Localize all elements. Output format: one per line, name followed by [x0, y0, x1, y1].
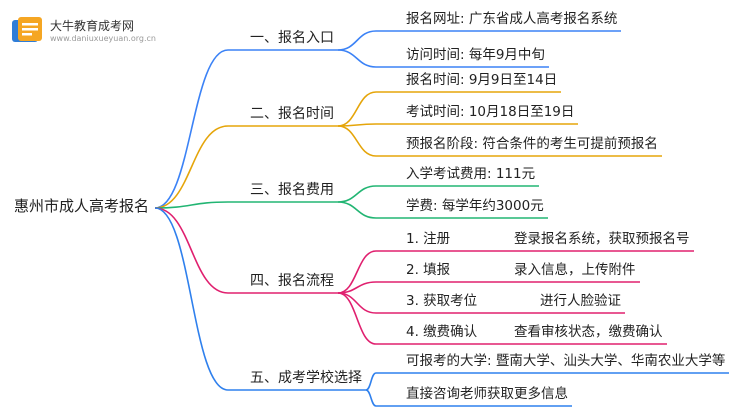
detail-step-seat: 进行人脸验证: [540, 293, 621, 309]
leaf-tuition: 学费: 每学年约3000元: [406, 198, 544, 214]
leaf-pre-registration: 预报名阶段: 符合条件的考生可提前预报名: [406, 136, 658, 152]
detail-step-fill: 录入信息，上传附件: [514, 262, 636, 278]
link-branch-0-leaf-1: [337, 49, 377, 68]
branch-registration-time: 二、报名时间: [250, 106, 334, 122]
link-branch-4-leaf-0: [365, 372, 377, 391]
leaf-exam-date: 考试时间: 10月18日至19日: [406, 104, 575, 120]
link-root-branch-3: [154, 207, 229, 294]
leaf-access-time: 访问时间: 每年9月中旬: [406, 47, 545, 63]
link-branch-3-leaf-3: [337, 292, 377, 345]
link-root-branch-0: [154, 49, 229, 209]
link-branch-1-leaf-0: [337, 91, 377, 127]
site-logo[interactable]: 大牛教育成考网 www.daniuxueyuan.org.cn: [10, 14, 190, 48]
logo-url: www.daniuxueyuan.org.cn: [50, 34, 156, 43]
branch-registration-fee: 三、报名费用: [250, 182, 334, 198]
leaf-consult-teacher: 直接咨询老师获取更多信息: [406, 386, 568, 402]
link-branch-0-leaf-0: [337, 30, 377, 51]
root-node: 惠州市成人高考报名: [14, 197, 150, 215]
link-branch-4-leaf-1: [365, 389, 377, 407]
leaf-step-register: 1. 注册: [406, 231, 451, 247]
link-root-branch-1: [154, 125, 229, 209]
link-root-branch-4: [154, 207, 229, 391]
leaf-step-payment: 4. 缴费确认: [406, 324, 478, 340]
book-icon: [12, 17, 42, 42]
link-root-branch-2: [154, 201, 229, 209]
link-branch-1-leaf-2: [337, 125, 377, 157]
leaf-step-fill: 2. 填报: [406, 262, 451, 278]
leaf-registration-url: 报名网址: 广东省成人高考报名系统: [406, 11, 618, 27]
leaf-universities: 可报考的大学: 暨南大学、汕头大学、华南农业大学等: [406, 353, 726, 369]
link-branch-2-leaf-0: [337, 185, 377, 203]
link-branch-2-leaf-1: [337, 201, 377, 219]
leaf-signup-period: 报名时间: 9月9日至14日: [406, 72, 558, 88]
branch-school-choice: 五、成考学校选择: [250, 370, 362, 386]
detail-step-payment: 查看审核状态，缴费确认: [514, 324, 663, 340]
logo-title: 大牛教育成考网: [50, 19, 135, 33]
branch-registration-entry: 一、报名入口: [250, 30, 334, 46]
link-branch-3-leaf-2: [337, 292, 377, 314]
leaf-exam-fee: 入学考试费用: 111元: [406, 166, 536, 182]
detail-step-register: 登录报名系统，获取预报名号: [514, 231, 690, 247]
link-branch-3-leaf-0: [337, 250, 377, 294]
branch-registration-process: 四、报名流程: [250, 273, 334, 289]
leaf-step-seat: 3. 获取考位: [406, 293, 478, 309]
